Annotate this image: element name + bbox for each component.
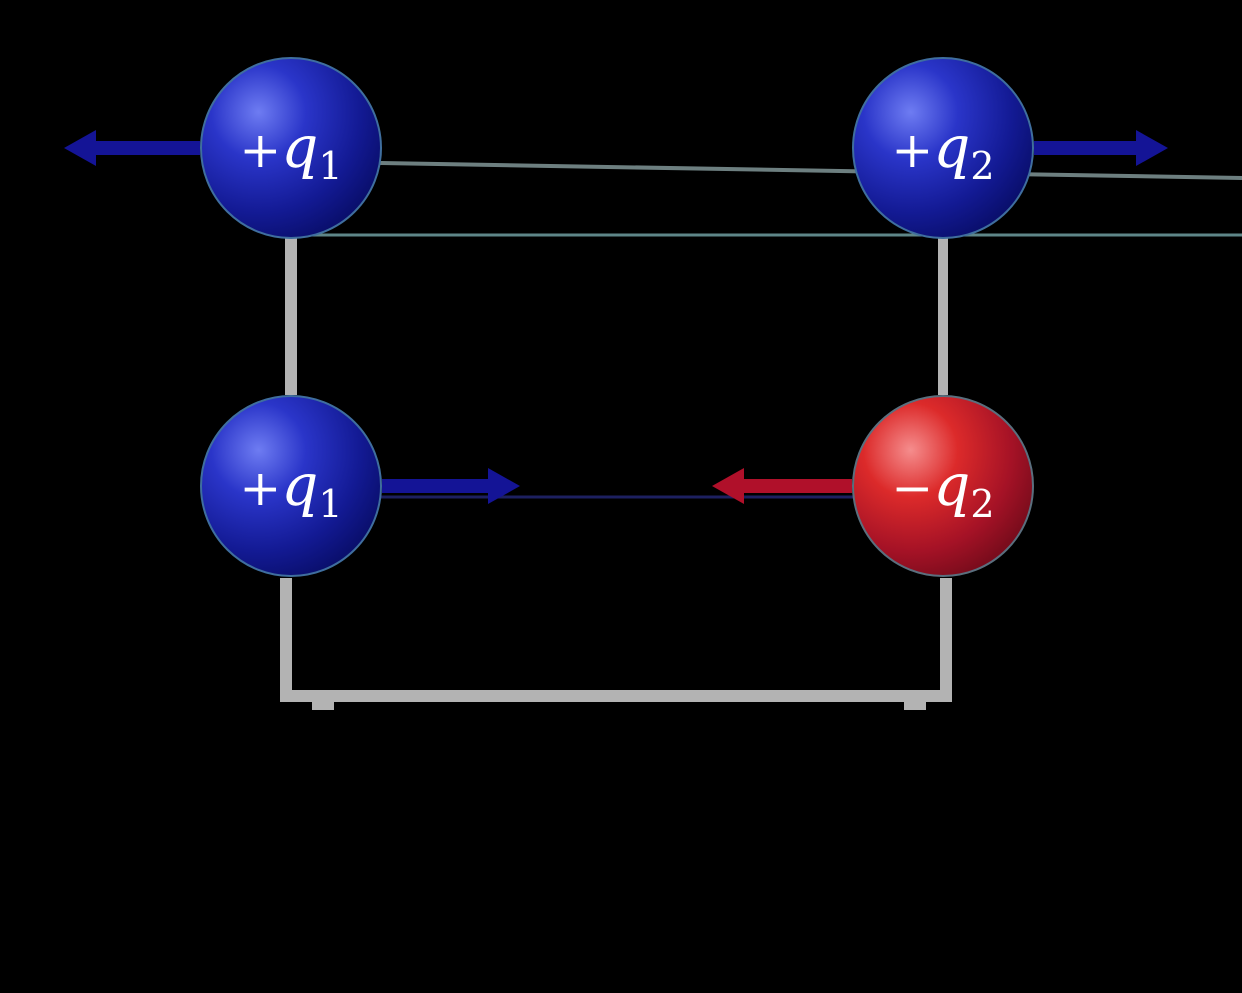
charge-index: 1	[318, 482, 342, 526]
charge-letter: q	[933, 113, 970, 181]
charge-letter: q	[281, 451, 318, 519]
top-separation-line-upper	[379, 161, 1242, 180]
charge-bottom-right: −q2	[852, 395, 1034, 577]
charge-bottom-left: +q1	[200, 395, 382, 577]
force-arrow-top-right	[1034, 130, 1168, 166]
bracket-tick-left	[312, 690, 334, 710]
svg-text:+q2: +q2	[891, 113, 994, 188]
force-arrow-top-left	[64, 130, 200, 166]
charge-top-left: +q1	[200, 57, 382, 239]
charge-top-right: +q2	[852, 57, 1034, 239]
force-arrow-bottom-left	[382, 468, 520, 504]
charge-sign: −	[891, 459, 933, 517]
charge-index: 1	[318, 144, 342, 188]
bracket-tick-right	[904, 690, 926, 710]
force-arrow-bottom-right	[712, 468, 852, 504]
svg-text:+q1: +q1	[239, 451, 342, 526]
charge-letter: q	[933, 451, 970, 519]
charge-letter: q	[281, 113, 318, 181]
charge-index: 2	[970, 144, 994, 188]
svg-text:+q1: +q1	[239, 113, 342, 188]
svg-text:−q2: −q2	[891, 451, 994, 526]
charge-sign: +	[891, 121, 933, 179]
lower-bracket-connector	[280, 578, 952, 702]
charge-index: 2	[970, 482, 994, 526]
charge-sign: +	[239, 459, 281, 517]
charge-sign: +	[239, 121, 281, 179]
